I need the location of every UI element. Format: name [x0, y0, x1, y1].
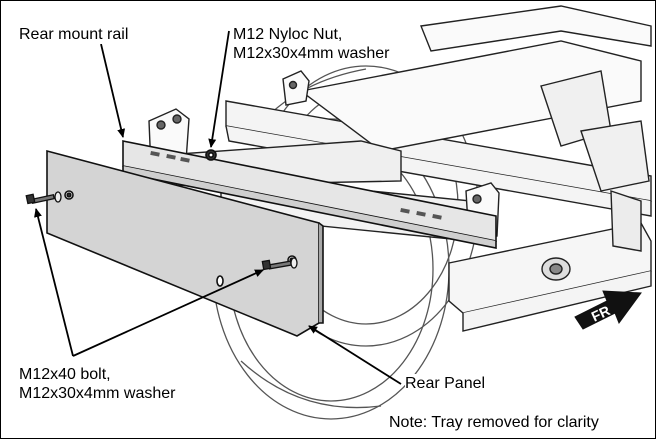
label-text: M12x30x4mm washer [19, 385, 176, 402]
bolt-right [261, 257, 298, 271]
label-rear-panel: Rear Panel [405, 374, 486, 393]
rear-panel-part [46, 149, 324, 337]
label-text: M12 Nyloc Nut, [233, 26, 343, 43]
label-nyloc-nut: M12 Nyloc Nut, M12x30x4mm washer [233, 25, 390, 63]
label-rear-mount-rail: Rear mount rail [19, 25, 129, 44]
label-text: M12x30x4mm washer [233, 45, 390, 62]
label-bolt: M12x40 bolt, M12x30x4mm washer [19, 365, 176, 403]
label-text: M12x40 bolt, [19, 366, 111, 383]
front-direction-arrow: FR [574, 290, 642, 330]
label-text: Note: Tray removed for clarity [389, 414, 599, 431]
label-text: Rear Panel [405, 375, 486, 392]
bolt-left [25, 191, 62, 205]
label-text: Rear mount rail [19, 26, 129, 43]
leader-lines [34, 30, 402, 385]
direction-label: FR [589, 302, 613, 324]
note-text: Note: Tray removed for clarity [389, 413, 599, 432]
rear-mount-rail-part [122, 140, 497, 249]
